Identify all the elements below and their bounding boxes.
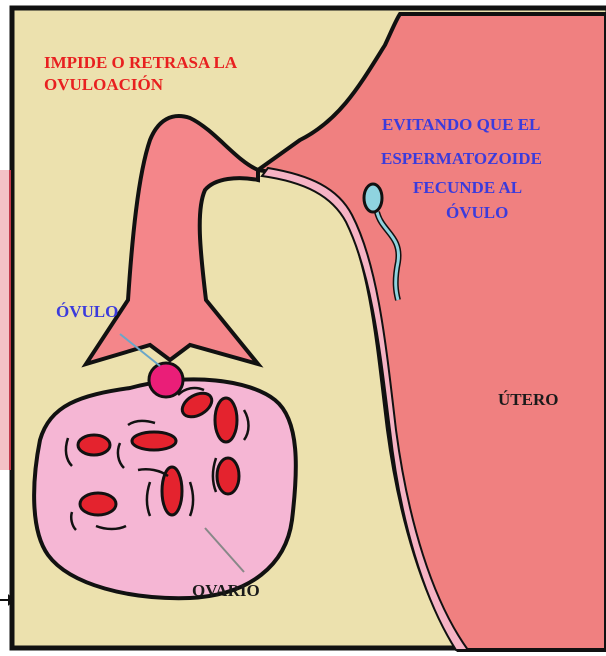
ovary-label: OVARIO [192,581,260,600]
effect-label-line1: IMPIDE O RETRASA LA [44,53,238,72]
prevent-label-line1: EVITANDO QUE EL [382,115,540,134]
ovum-label: ÓVULO [56,302,118,321]
prevent-label-line3: FECUNDE AL [413,178,522,197]
ovum [149,363,183,397]
prevent-label-line2: ESPERMATOZOIDE [381,149,542,168]
prevent-label-line4: ÓVULO [446,203,508,222]
effect-label-line2: OVULOACIÓN [44,75,164,94]
uterus-label: ÚTERO [498,390,558,409]
left-edge-tab [0,170,10,470]
